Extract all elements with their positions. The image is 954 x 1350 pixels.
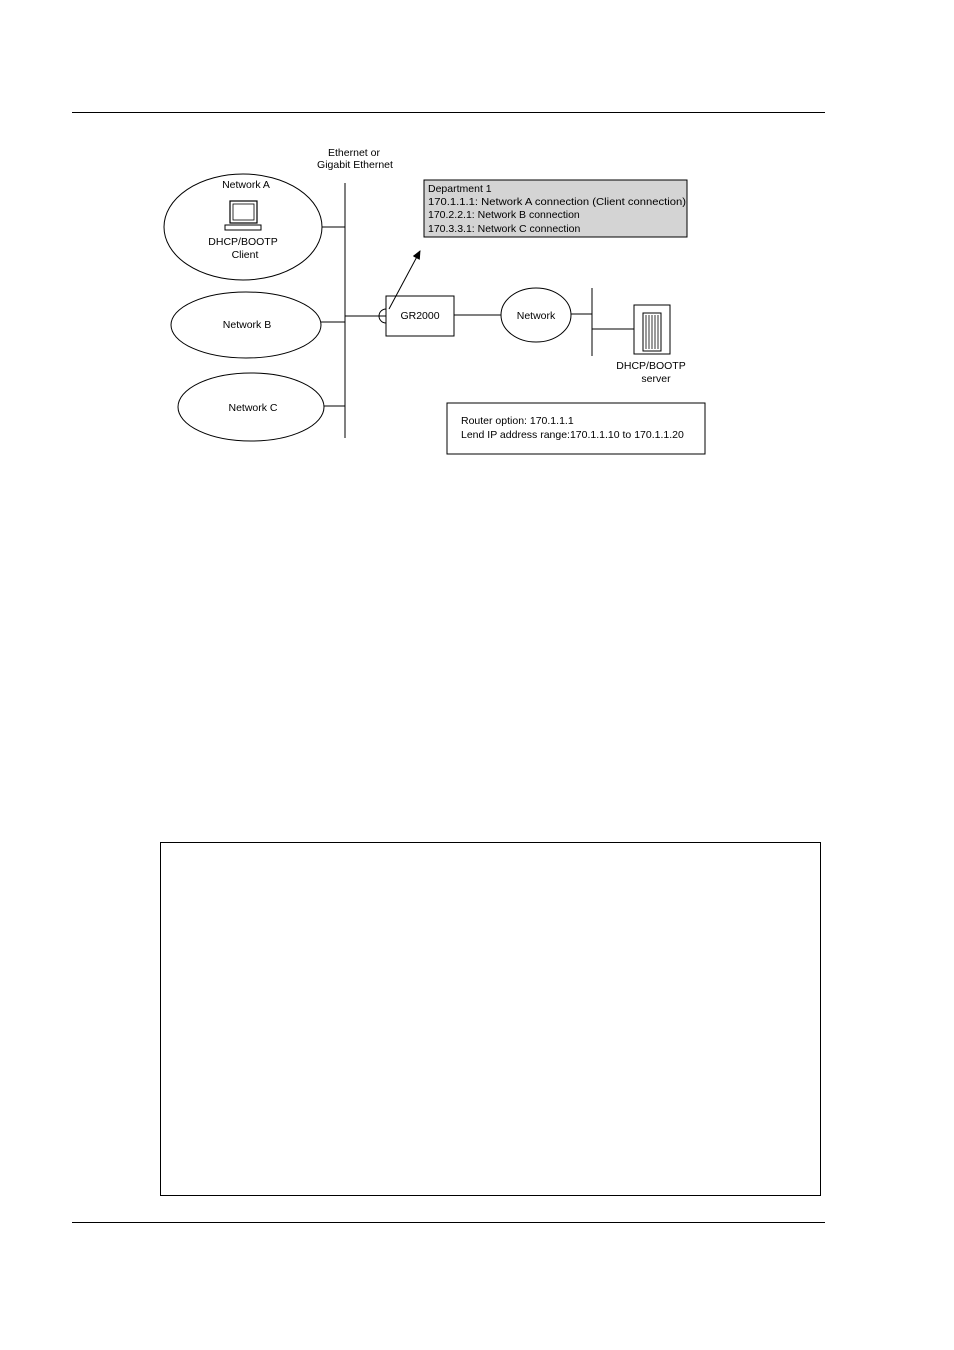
server-label-line1: DHCP/BOOTP bbox=[616, 360, 685, 372]
network-label: Network bbox=[517, 310, 556, 322]
department-line-2: 170.1.1.1: Network A connection (Client … bbox=[428, 196, 686, 208]
router-label: GR2000 bbox=[400, 310, 439, 322]
network-c-ellipse bbox=[177, 372, 325, 442]
department-line-4: 170.3.3.1: Network C connection bbox=[428, 223, 580, 235]
network-b-label: Network B bbox=[223, 319, 271, 331]
department-line-3: 170.2.2.1: Network B connection bbox=[428, 209, 580, 221]
server-config-line-2: Lend IP address range:170.1.1.10 to 170.… bbox=[461, 429, 684, 441]
network-diagram: Ethernet or Gigabit Ethernet Network A D… bbox=[163, 147, 706, 455]
computer-icon bbox=[224, 200, 262, 231]
empty-content-box bbox=[160, 842, 821, 1196]
client-label-line2: Client bbox=[232, 249, 259, 261]
network-b: Network B bbox=[170, 291, 322, 359]
server-icon bbox=[633, 304, 671, 355]
server-config-box-bg bbox=[446, 402, 706, 455]
department-line-1: Department 1 bbox=[428, 183, 492, 195]
network-a: Network A DHCP/BOOTP Client bbox=[163, 173, 323, 281]
router-box bbox=[385, 295, 455, 337]
client-label-line1: DHCP/BOOTP bbox=[208, 236, 277, 248]
server-label-line2: server bbox=[641, 373, 671, 385]
department-arrow bbox=[388, 250, 421, 310]
network-c: Network C bbox=[177, 372, 325, 442]
header-rule bbox=[72, 112, 825, 113]
network: Network bbox=[500, 287, 572, 343]
network-a-label: Network A bbox=[222, 179, 270, 191]
network-c-label: Network C bbox=[228, 402, 277, 414]
router-gr2000: GR2000 bbox=[385, 295, 455, 337]
footer-rule bbox=[72, 1222, 825, 1223]
network-b-ellipse bbox=[170, 291, 322, 359]
backbone-label-line1: Ethernet or bbox=[328, 147, 380, 159]
network-ellipse bbox=[500, 287, 572, 343]
backbone-label-line2: Gigabit Ethernet bbox=[317, 159, 393, 171]
department-box-bg bbox=[423, 179, 688, 238]
department-box: Department 1 170.1.1.1: Network A connec… bbox=[423, 179, 688, 238]
server-config-line-1: Router option: 170.1.1.1 bbox=[461, 415, 574, 427]
server-config-box: Router option: 170.1.1.1 Lend IP address… bbox=[446, 402, 706, 455]
